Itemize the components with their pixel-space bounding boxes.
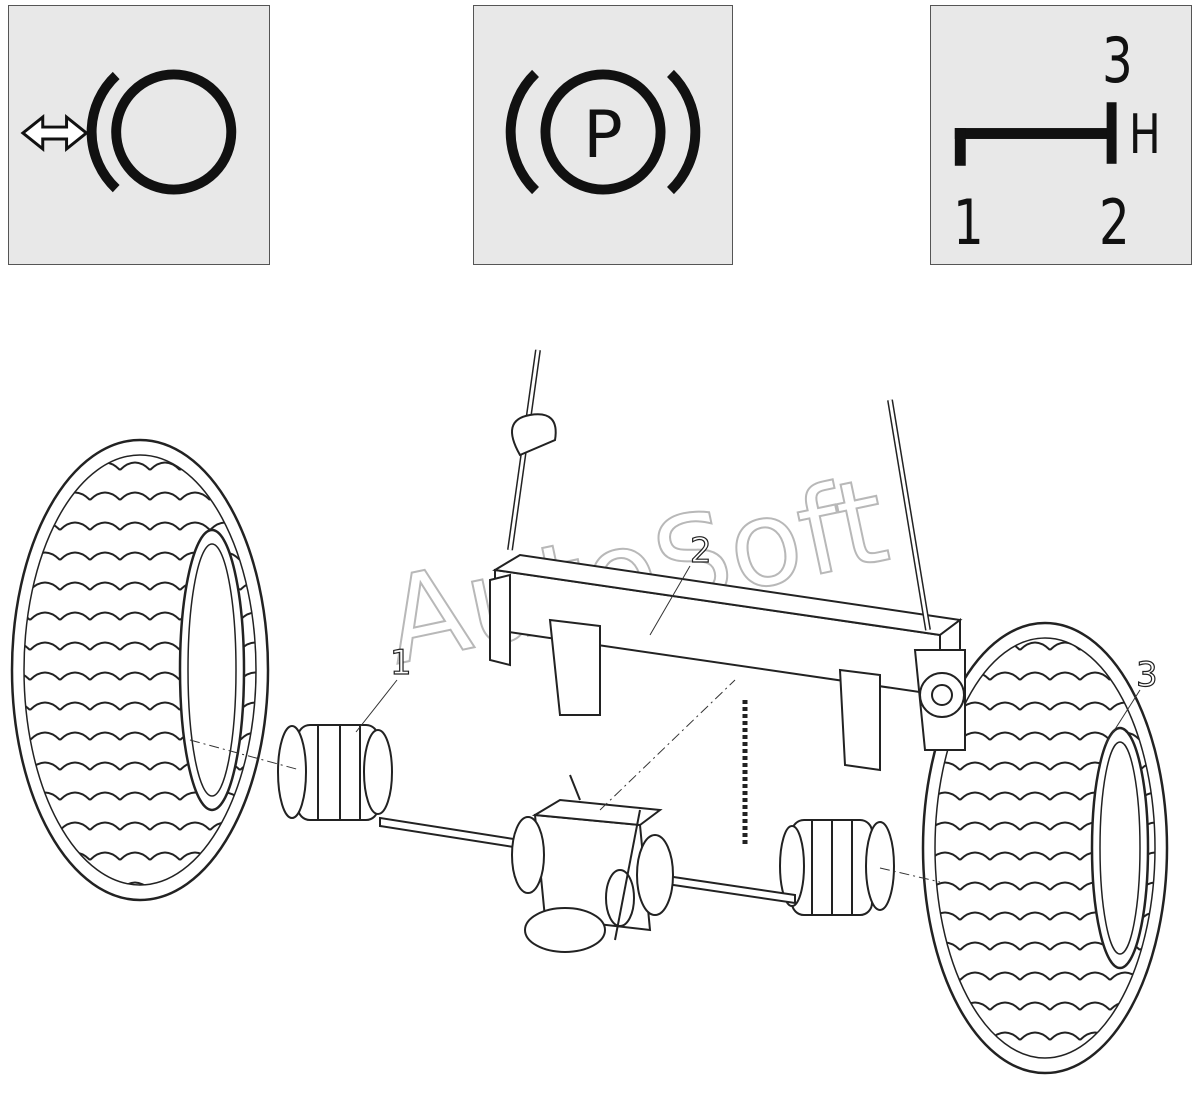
steering-rods: [507, 349, 931, 631]
gear-position-1: 1: [953, 186, 984, 259]
parking-brake-icon: P: [505, 69, 701, 195]
leader-lines: [355, 565, 1141, 746]
gear-shift-pattern-icon: [954, 102, 1117, 166]
callout-1: 1: [390, 643, 412, 683]
left-tire: [10, 438, 270, 902]
right-tire: [921, 621, 1169, 1075]
left-hub: [277, 724, 393, 821]
gear-neutral-label: H: [1129, 103, 1161, 166]
center-lines: [189, 679, 941, 883]
callout-3: 3: [1136, 655, 1158, 695]
gear-position-2: 2: [1099, 186, 1130, 259]
gear-pattern-panel: 3 H 1 2: [930, 5, 1192, 265]
right-hub: [779, 819, 895, 916]
drive-shafts: [379, 816, 796, 905]
gear-position-3: 3: [1102, 24, 1133, 97]
brake-wear-warning-icon: [20, 69, 237, 195]
parking-letter: P: [583, 97, 623, 173]
callout-2: 2: [690, 531, 712, 571]
axle-exploded-diagram: AutoSoft: [10, 349, 1169, 1075]
axle-beam: [489, 553, 966, 772]
differential: [511, 774, 674, 953]
parking-brake-panel: P: [473, 5, 733, 265]
brake-warning-panel: [8, 5, 270, 265]
